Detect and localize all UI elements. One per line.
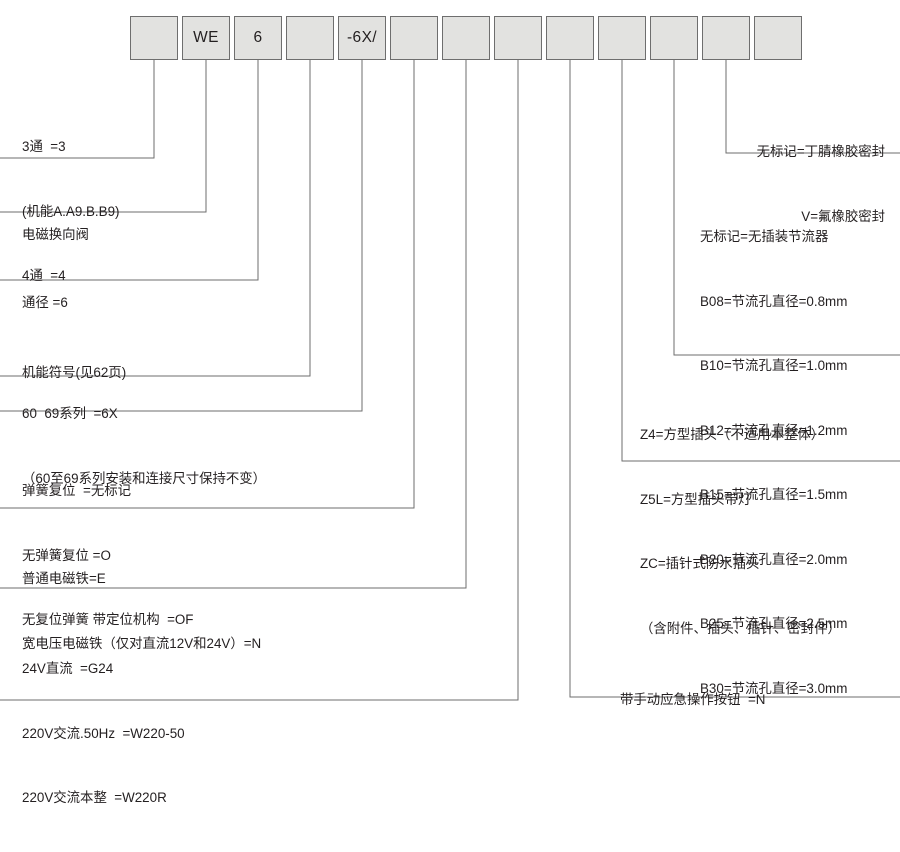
code-box-solenoid-type[interactable] bbox=[442, 16, 490, 60]
note-seal-material-line-2: V=氟橡胶密封 bbox=[801, 208, 885, 224]
note-throttle-insert-line-8: B30=节流孔直径=3.0mm bbox=[700, 680, 848, 696]
model-code-diagram: WE 6 -6X/ 3通 =3 (机能A.A9.B.B9) 4通 =4 电磁换向… bbox=[0, 16, 900, 805]
note-spring-return: 弹簧复位 =无标记 无弹簧复位 =O 无复位弹簧 带定位机构 =OF bbox=[22, 437, 193, 674]
note-ways-line-3: 4通 =4 bbox=[22, 268, 66, 283]
code-box-connector[interactable] bbox=[598, 16, 646, 60]
note-series: 60 69系列 =6X （60至69系列安装和连接尺寸保持不变） bbox=[22, 360, 266, 532]
note-nominal-size-line-1: 通径 =6 bbox=[22, 295, 68, 310]
note-connector-line-2: Z5L=方型插头带灯 bbox=[640, 491, 752, 507]
code-box-voltage[interactable] bbox=[494, 16, 542, 60]
note-seal-material: 无标记=丁腈橡胶密封 V=氟橡胶密封 bbox=[580, 98, 885, 270]
note-connector-line-4: （含附件、插头、插针、密封件） bbox=[640, 620, 841, 636]
note-throttle-insert: 无标记=无插装节流器 B08=节流孔直径=0.8mm B10=节流孔直径=1.0… bbox=[700, 183, 847, 742]
note-throttle-insert-line-7: B25=节流孔直径=2.5mm bbox=[700, 616, 848, 631]
note-voltage-line-2: 220V交流.50Hz =W220-50 bbox=[22, 725, 185, 741]
note-voltage-line-3: 220V交流本整 =W220R bbox=[22, 790, 167, 805]
note-spring-return-line-3: 无复位弹簧 带定位机构 =OF bbox=[22, 612, 194, 627]
note-series-line-2: （60至69系列安装和连接尺寸保持不变） bbox=[22, 470, 267, 486]
note-emergency-button-line-1: 带手动应急操作按钮 =N bbox=[620, 692, 766, 707]
code-box-emergency-button[interactable] bbox=[546, 16, 594, 60]
note-ways-line-2: (机能A.A9.B.B9) bbox=[22, 203, 120, 219]
code-box-spare[interactable] bbox=[754, 16, 802, 60]
note-connector-line-1: Z4=方型插头（不适用本整体） bbox=[640, 427, 825, 442]
note-series-line-1: 60 69系列 =6X bbox=[22, 406, 118, 421]
note-valve-type-line-1: 电磁换向阀 bbox=[22, 227, 89, 242]
note-valve-type: 电磁换向阀 bbox=[22, 181, 89, 289]
note-ways: 3通 =3 (机能A.A9.B.B9) 4通 =4 bbox=[22, 93, 119, 330]
note-nominal-size: 通径 =6 bbox=[22, 249, 68, 357]
note-throttle-insert-line-2: B08=节流孔直径=0.8mm bbox=[700, 293, 848, 309]
note-solenoid-type-line-2: 宽电压电磁铁（仅对直流12V和24V）=N bbox=[22, 635, 262, 651]
note-ways-line-1: 3通 =3 bbox=[22, 139, 66, 154]
note-throttle-insert-line-6: B20=节流孔直径=2.0mm bbox=[700, 551, 848, 567]
note-function-symbol-line-1: 机能符号(见62页) bbox=[22, 365, 127, 380]
code-box-throttle-insert[interactable] bbox=[650, 16, 698, 60]
note-seal-material-line-1: 无标记=丁腈橡胶密封 bbox=[756, 144, 885, 159]
note-spring-return-line-1: 弹簧复位 =无标记 bbox=[22, 483, 131, 498]
code-box-nominal-size[interactable]: 6 bbox=[234, 16, 282, 60]
code-box-spring-return[interactable] bbox=[390, 16, 438, 60]
note-throttle-insert-line-3: B10=节流孔直径=1.0mm bbox=[700, 358, 848, 373]
note-throttle-insert-line-5: B15=节流孔直径=1.5mm bbox=[700, 487, 848, 502]
code-box-series[interactable]: -6X/ bbox=[338, 16, 386, 60]
note-function-symbol: 机能符号(见62页) bbox=[22, 319, 126, 427]
note-spring-return-line-2: 无弹簧复位 =O bbox=[22, 547, 111, 563]
note-solenoid-type: 普通电磁铁=E 宽电压电磁铁（仅对直流12V和24V）=N bbox=[22, 525, 261, 697]
code-box-function-symbol[interactable] bbox=[286, 16, 334, 60]
note-solenoid-type-line-1: 普通电磁铁=E bbox=[22, 571, 106, 586]
note-throttle-insert-line-1: 无标记=无插装节流器 bbox=[700, 229, 829, 244]
note-voltage-line-1: 24V直流 =G24 bbox=[22, 661, 114, 676]
code-box-ways[interactable] bbox=[130, 16, 178, 60]
note-throttle-insert-line-4: B12=节流孔直径=1.2mm bbox=[700, 422, 848, 438]
note-connector-line-3: ZC=插针式防水插头 bbox=[640, 556, 760, 571]
note-emergency-button: 带手动应急操作按钮 =N bbox=[620, 646, 765, 754]
code-box-seal-material[interactable] bbox=[702, 16, 750, 60]
note-voltage: 24V直流 =G24 220V交流.50Hz =W220-50 220V交流本整… bbox=[22, 615, 185, 852]
note-connector: Z4=方型插头（不适用本整体） Z5L=方型插头带灯 ZC=插针式防水插头 （含… bbox=[640, 381, 841, 682]
code-box-valve-type[interactable]: WE bbox=[182, 16, 230, 60]
